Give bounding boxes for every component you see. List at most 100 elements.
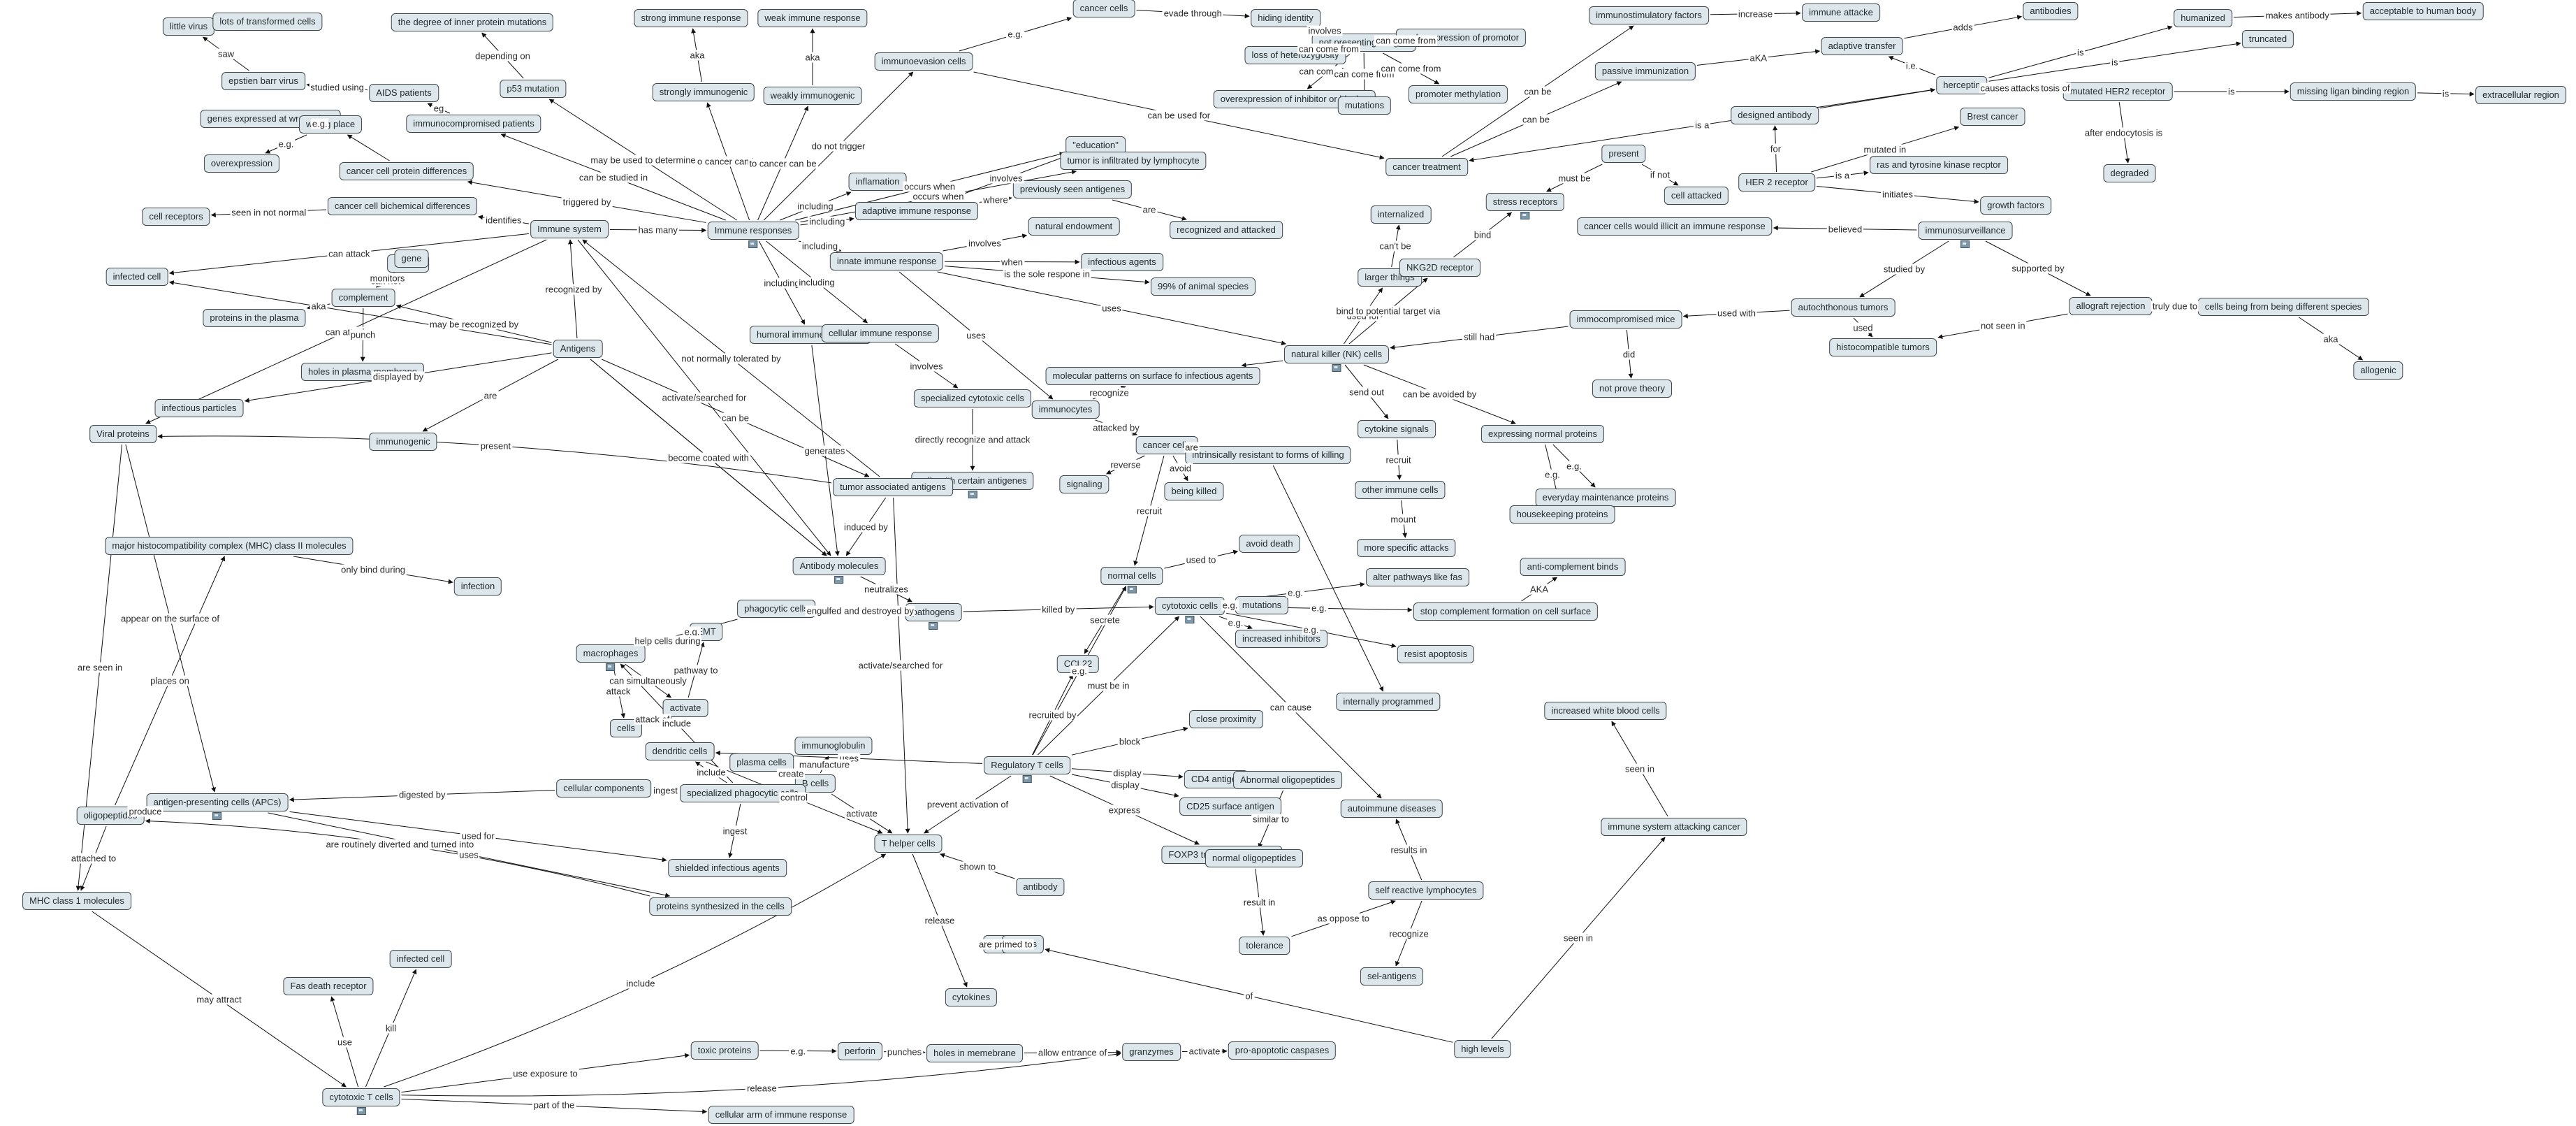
concept-cellular-response[interactable]: cellular immune response	[821, 324, 940, 342]
concept-overexpression[interactable]: overexpression	[203, 154, 280, 173]
concept-ras-tyrosine[interactable]: ras and tyrosine kinase recptor	[1870, 156, 2008, 174]
concept-cells-diff-species[interactable]: cells being from being different species	[2197, 298, 2369, 316]
concept-signaling[interactable]: signaling	[1059, 475, 1109, 493]
concept-degree-mutations[interactable]: the degree of inner protein mutations	[391, 13, 554, 31]
concept-everyday-maintenance[interactable]: everyday maintenance proteins	[1535, 489, 1676, 507]
concept-passive-immunization[interactable]: passive immunization	[1594, 62, 1696, 80]
concept-holes-membrane[interactable]: holes in memebrane	[926, 1044, 1023, 1062]
concept-proteins-synth[interactable]: proteins synthesized in the cells	[649, 897, 792, 916]
concept-immunostimulatory[interactable]: immunostimulatory factors	[1589, 6, 1709, 24]
concept-abnormal-oligo[interactable]: Abnormal oligopeptides	[1233, 771, 1342, 789]
submap-icon[interactable]	[1520, 212, 1530, 219]
concept-increased-inhibitors[interactable]: increased inhibitors	[1235, 630, 1328, 648]
concept-macrophages[interactable]: macrophages	[576, 644, 646, 671]
concept-missing-ligan[interactable]: missing ligan binding region	[2290, 82, 2417, 101]
concept-self-reactive[interactable]: self reactive lymphocytes	[1368, 881, 1484, 900]
submap-icon[interactable]	[1022, 775, 1032, 783]
concept-cancer-treatment[interactable]: cancer treatment	[1385, 158, 1468, 176]
concept-proteins-plasma[interactable]: proteins in the plasma	[203, 309, 306, 327]
concept-inflamation[interactable]: inflamation	[848, 173, 907, 191]
concept-close-proximity[interactable]: close proximity	[1189, 710, 1263, 728]
submap-icon[interactable]	[968, 491, 977, 498]
concept-stop-complement[interactable]: stop complement formation on cell surfac…	[1413, 602, 1599, 621]
concept-infected-cell-bottom[interactable]: infected cell	[389, 950, 452, 968]
concept-mutations-top[interactable]: mutations	[1337, 96, 1392, 115]
concept-her2-receptor[interactable]: HER 2 receptor	[1738, 173, 1815, 192]
concept-adaptive-transfer[interactable]: adaptive transfer	[1821, 37, 1903, 55]
concept-degraded[interactable]: degraded	[2103, 164, 2156, 182]
concept-cell-receptors[interactable]: cell receptors	[142, 208, 210, 226]
concept-nkg2d[interactable]: NKG2D receptor	[1399, 259, 1481, 277]
concept-cellular-components[interactable]: cellular components	[556, 779, 651, 797]
concept-internalized[interactable]: internalized	[1370, 205, 1432, 224]
concept-phagocytic-cells[interactable]: phagocytic cells	[737, 600, 815, 618]
concept-increased-wbc[interactable]: increased white blood cells	[1544, 702, 1667, 720]
concept-mhc-class2[interactable]: major histocompatibility complex (MHC) c…	[105, 537, 354, 555]
concept-infection[interactable]: infection	[453, 577, 502, 596]
concept-antibodies[interactable]: antibodies	[2023, 2, 2079, 20]
concept-immunosurveillance[interactable]: immunosurveillance	[1918, 222, 2013, 248]
concept-avoid-death[interactable]: avoid death	[1239, 535, 1300, 553]
submap-icon[interactable]	[1185, 616, 1195, 623]
concept-nk-cells[interactable]: natural killer (NK) cells	[1283, 345, 1390, 372]
concept-plasma-cells[interactable]: plasma cells	[729, 753, 794, 772]
concept-pro-apoptotic[interactable]: pro-apoptotic caspases	[1228, 1041, 1337, 1060]
concept-being-killed[interactable]: being killed	[1164, 482, 1224, 500]
concept-previously-seen[interactable]: previously seen antigenes	[1012, 180, 1133, 199]
concept-infectious-agents[interactable]: infectious agents	[1081, 253, 1163, 271]
concept-cancer-cells-mid[interactable]: cancer cells	[1135, 436, 1198, 454]
submap-icon[interactable]	[1332, 364, 1341, 372]
concept-granzymes[interactable]: granzymes	[1122, 1043, 1181, 1061]
concept-cytotoxic-t[interactable]: cytotoxic T cells	[322, 1088, 400, 1115]
concept-fas-death[interactable]: Fas death receptor	[283, 977, 374, 995]
concept-regulatory-t[interactable]: Regulatory T cells	[984, 756, 1070, 783]
concept-growth-factors[interactable]: growth factors	[1980, 196, 2051, 215]
submap-icon[interactable]	[1127, 586, 1137, 593]
concept-larger-things[interactable]: larger things	[1358, 268, 1422, 287]
concept-more-specific[interactable]: more specific attacks	[1357, 539, 1456, 557]
concept-immunocytes[interactable]: immunocytes	[1031, 400, 1100, 419]
concept-weakly-immunogenic[interactable]: weakly immunogenic	[763, 87, 862, 105]
concept-perforin[interactable]: perforin	[837, 1042, 883, 1060]
concept-lots-transformed[interactable]: lots of transformed cells	[212, 13, 323, 31]
concept-allograft-rejection[interactable]: allograft rejection	[2069, 297, 2153, 315]
concept-mhc-class1[interactable]: MHC class 1 molecules	[22, 892, 131, 910]
concept-tumor-associated[interactable]: tumor associated antigens	[833, 478, 953, 496]
concept-aids-patients[interactable]: AIDS patients	[369, 84, 439, 102]
concept-antigens[interactable]: Antigens	[553, 340, 603, 358]
concept-anti-complement[interactable]: anti-complement binds	[1520, 558, 1626, 576]
concept-wrong-place[interactable]: wrong place	[298, 115, 363, 133]
concept-alter-pathways[interactable]: alter pathways like fas	[1366, 568, 1469, 586]
concept-stress-receptors[interactable]: stress receptors	[1485, 193, 1565, 219]
concept-resist-apoptosis[interactable]: resist apoptosis	[1397, 645, 1475, 663]
concept-tumor-infiltrated[interactable]: tumor is infiltrated by lymphocyte	[1060, 152, 1207, 170]
concept-molecular-patterns[interactable]: molecular patterns on surface fo infecti…	[1045, 367, 1260, 385]
concept-complement[interactable]: complement	[331, 289, 395, 307]
concept-immunocompromised-patients[interactable]: immunocompromised patients	[406, 115, 541, 133]
concept-autoimmune[interactable]: autoimmune diseases	[1340, 800, 1443, 818]
submap-icon[interactable]	[834, 576, 844, 584]
concept-brest-cancer[interactable]: Brest cancer	[1960, 108, 2025, 126]
concept-cell-attacked[interactable]: cell attacked	[1664, 187, 1729, 205]
submap-icon[interactable]	[1960, 240, 1970, 248]
concept-dendritic-cells[interactable]: dendritic cells	[645, 742, 715, 760]
concept-housekeeping[interactable]: housekeeping proteins	[1509, 505, 1615, 524]
concept-weak-response[interactable]: weak immune response	[757, 9, 868, 27]
concept-cellular-arm[interactable]: cellular arm of immune response	[708, 1106, 854, 1124]
concept-infected-cell-left[interactable]: infected cell	[105, 268, 168, 286]
concept-other-immune-cells[interactable]: other immune cells	[1355, 481, 1446, 499]
concept-high-levels[interactable]: high levels	[1454, 1040, 1511, 1058]
concept-normal-oligo[interactable]: normal oligopeptides	[1205, 849, 1303, 867]
concept-little-virus[interactable]: little virus	[162, 17, 215, 36]
concept-histocompatible[interactable]: histocompatible tumors	[1829, 338, 1937, 356]
concept-education[interactable]: "education"	[1065, 136, 1126, 154]
concept-b-cells[interactable]: B cells	[794, 774, 836, 793]
concept-promoter-methylation[interactable]: promoter methylation	[1408, 85, 1508, 103]
concept-cells-node[interactable]: cells	[609, 719, 643, 737]
concept-animal-species[interactable]: 99% of animal species	[1150, 277, 1256, 296]
concept-apcs[interactable]: antigen-presenting cells (APCs)	[146, 793, 289, 820]
concept-immune-responses[interactable]: Immune responses	[707, 222, 799, 248]
concept-cancer-biochem-diff[interactable]: cancer cell bichemical differences	[327, 197, 478, 215]
concept-intrinsically-resistant[interactable]: intrinsically resistant to forms of kill…	[1185, 446, 1351, 464]
concept-activate-node[interactable]: activate	[662, 699, 708, 717]
